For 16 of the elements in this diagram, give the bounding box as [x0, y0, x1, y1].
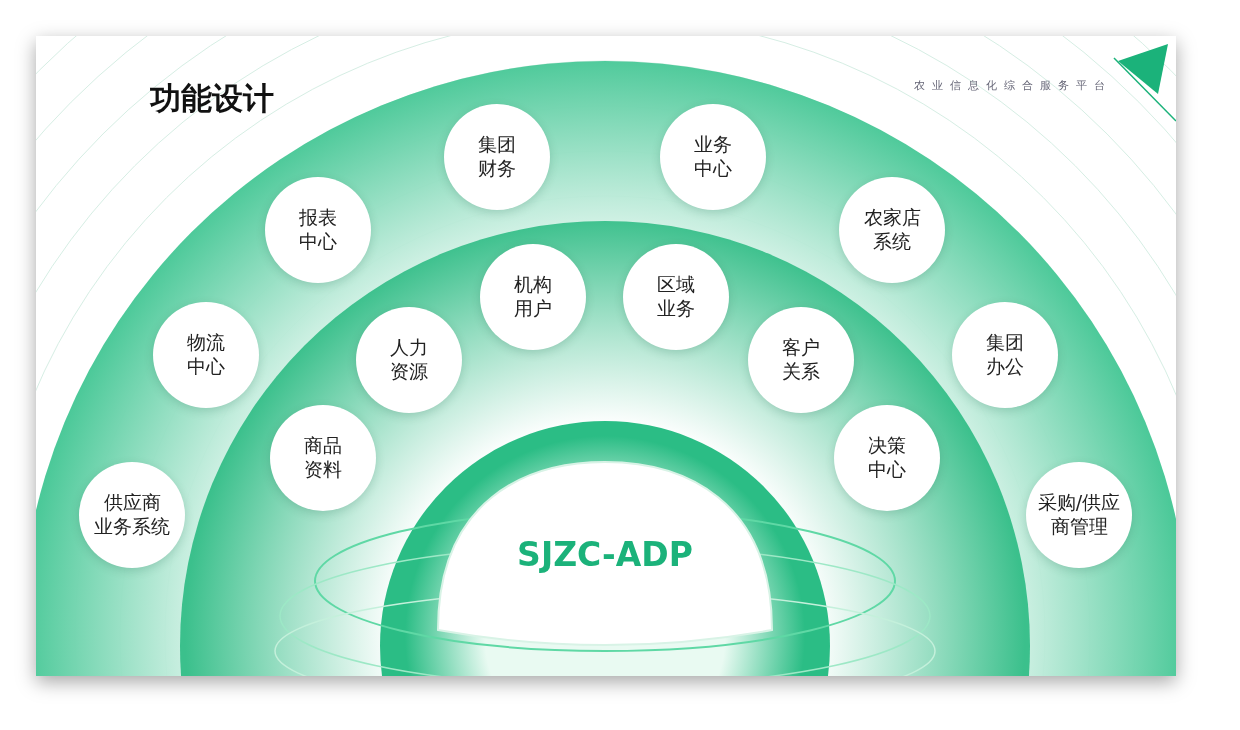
node-label: 商品资料	[304, 434, 342, 482]
node-label: 集团办公	[986, 331, 1024, 379]
node-label: 业务中心	[694, 133, 732, 181]
node-label: 区域业务	[657, 273, 695, 321]
node-label: 集团财务	[478, 133, 516, 181]
node-label: 报表中心	[299, 206, 337, 254]
node-label: 物流中心	[187, 331, 225, 379]
node-label: 供应商业务系统	[94, 491, 170, 539]
subtitle: 农业信息化综合服务平台	[914, 78, 1112, 93]
node-label: 客户关系	[782, 336, 820, 384]
node-label: 机构用户	[514, 273, 552, 321]
page-title: 功能设计	[150, 79, 274, 118]
node-label: 人力资源	[390, 336, 428, 384]
node-label: 农家店系统	[863, 206, 921, 254]
node-label: 决策中心	[868, 434, 906, 482]
node-label: 采购/供应商管理	[1037, 491, 1121, 539]
